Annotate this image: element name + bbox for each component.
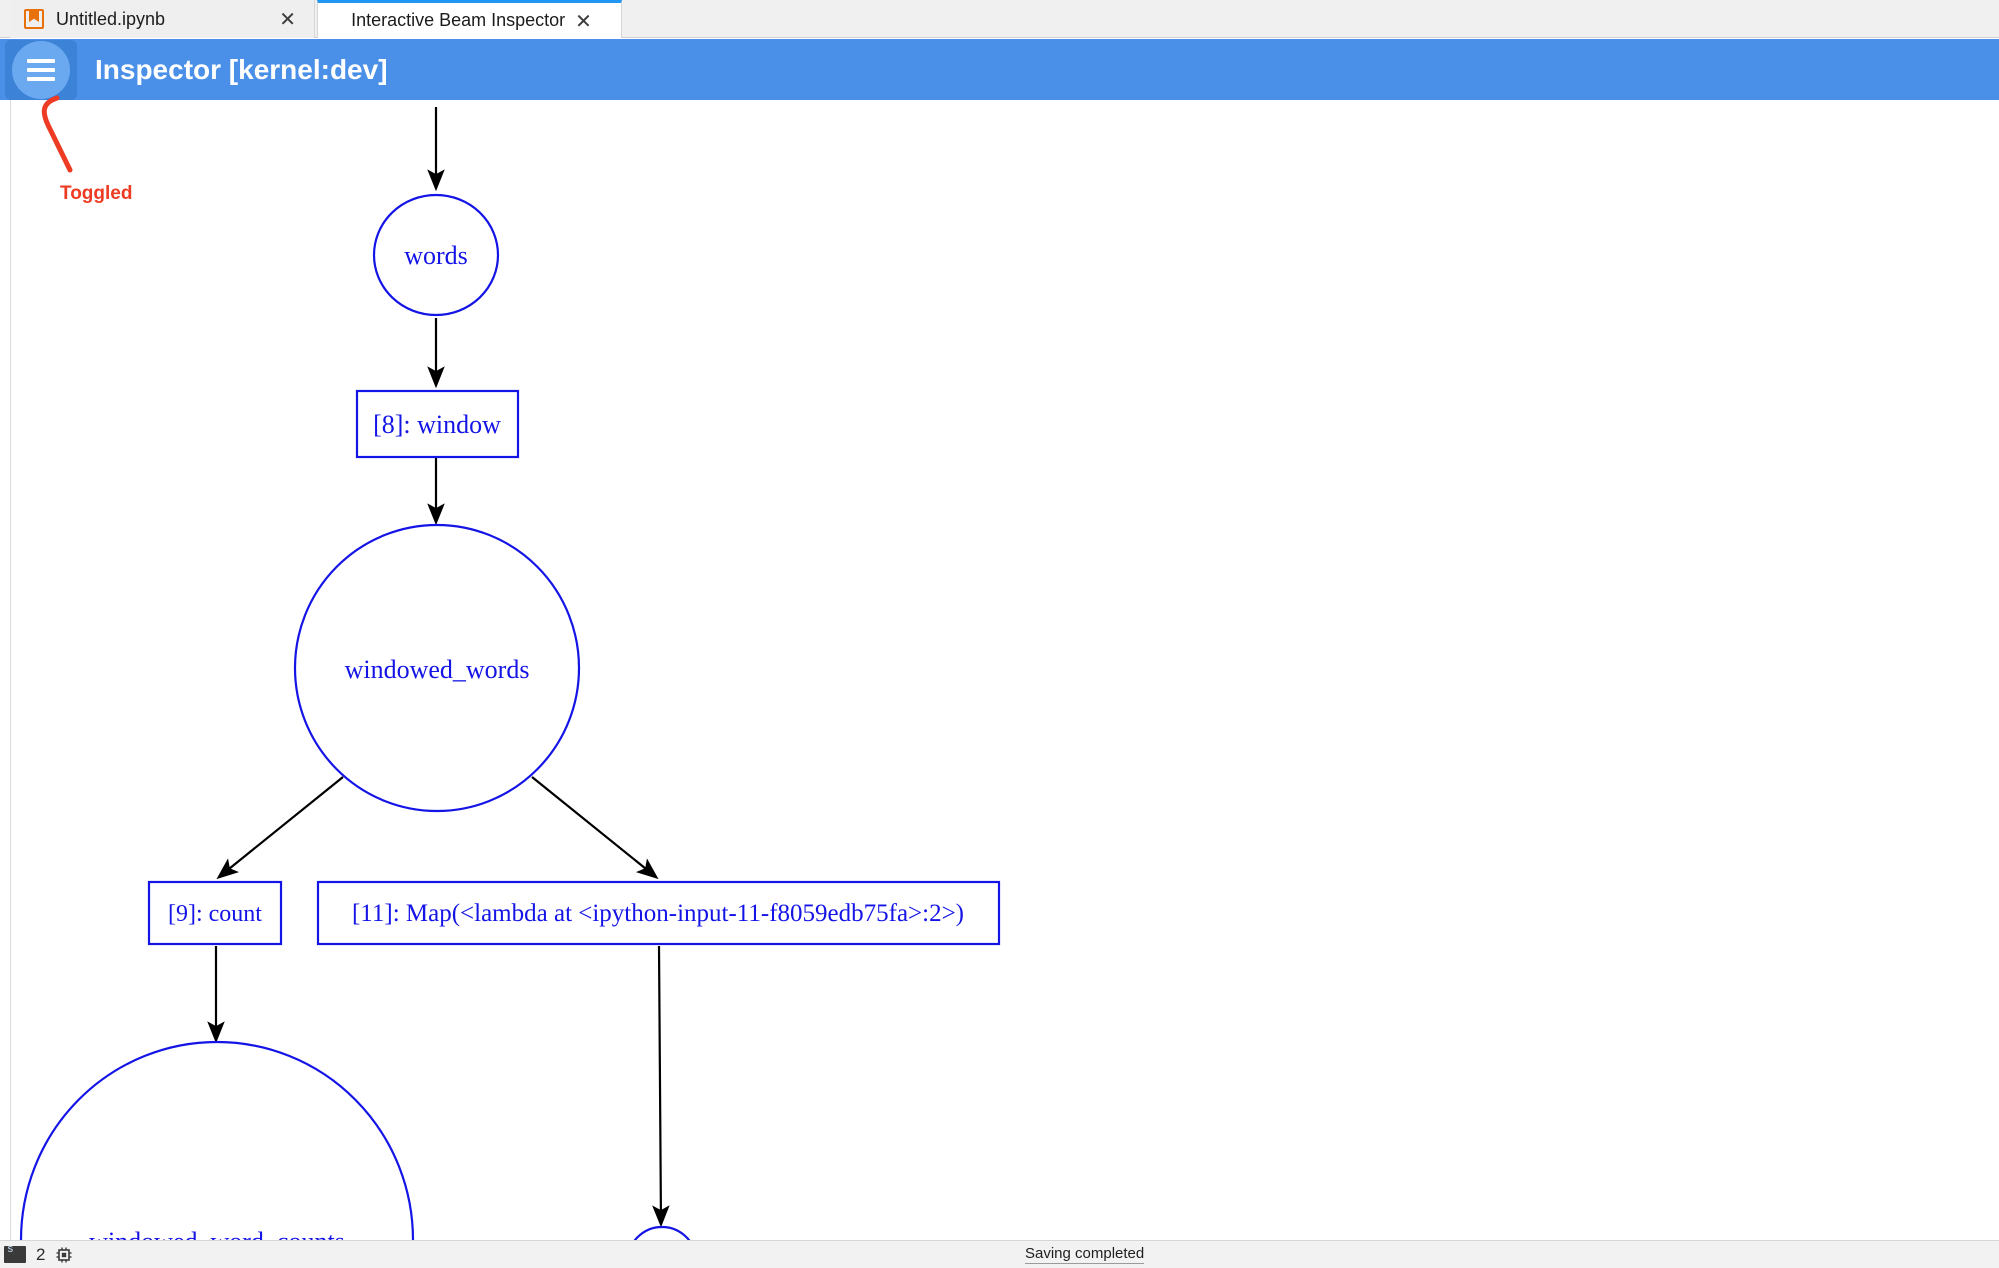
notebook-icon bbox=[24, 9, 44, 29]
node-shape-ellipse bbox=[633, 1225, 691, 1240]
close-icon[interactable]: ✕ bbox=[279, 7, 296, 31]
graph-node-map[interactable]: [11]: Map(<lambda at <ipython-input-11-f… bbox=[316, 880, 1001, 946]
node-label: [11]: Map(<lambda at <ipython-input-11-f… bbox=[352, 900, 964, 927]
graph-node-words[interactable]: words bbox=[372, 193, 500, 317]
pipeline-graph: words [8]: window windowed_words [9]: co… bbox=[19, 107, 1001, 1240]
tab-label: Untitled.ipynb bbox=[56, 8, 166, 29]
node-shape-ellipse bbox=[19, 1040, 415, 1240]
page-title: Inspector [kernel:dev] bbox=[95, 53, 388, 85]
edge-windowedwords-count bbox=[216, 776, 344, 880]
chip-icon-svg bbox=[56, 1247, 72, 1262]
inspector-header: Inspector [kernel:dev] bbox=[0, 39, 1999, 100]
hamburger-icon bbox=[12, 41, 70, 99]
close-icon[interactable]: ✕ bbox=[575, 8, 592, 33]
tab-interactive-beam-inspector[interactable]: Interactive Beam Inspector ✕ bbox=[317, 0, 622, 38]
node-shape-ellipse bbox=[293, 523, 581, 813]
status-message: Saving completed bbox=[1025, 1245, 1145, 1264]
status-bar-left: 2 bbox=[0, 1244, 73, 1265]
graph-node-windowed-words[interactable]: windowed_words bbox=[293, 523, 581, 813]
graph-node-window[interactable]: [8]: window bbox=[355, 389, 520, 459]
node-label: [8]: window bbox=[373, 410, 501, 439]
tab-label: Interactive Beam Inspector bbox=[351, 10, 566, 30]
terminal-icon[interactable] bbox=[4, 1244, 26, 1263]
chip-icon[interactable] bbox=[55, 1246, 73, 1264]
node-shape-box bbox=[355, 389, 520, 459]
node-label: windowed_words bbox=[345, 655, 530, 684]
node-label: [9]: count bbox=[168, 901, 262, 927]
kernel-count[interactable]: 2 bbox=[36, 1244, 46, 1264]
node-shape-ellipse bbox=[372, 193, 500, 317]
node-shape-box bbox=[147, 880, 283, 946]
node-label: words bbox=[404, 241, 468, 270]
graph-node-count[interactable]: [9]: count bbox=[147, 880, 283, 946]
hamburger-menu-button[interactable] bbox=[5, 40, 77, 100]
tab-untitled-notebook[interactable]: Untitled.ipynb ✕ bbox=[10, 0, 315, 38]
tab-bar: Untitled.ipynb ✕ Interactive Beam Inspec… bbox=[0, 0, 1999, 38]
graph-edges bbox=[207, 107, 670, 1228]
status-bar: 2 Saving completed bbox=[0, 1240, 1999, 1268]
node-shape-box bbox=[316, 880, 1001, 946]
graph-node-windowed-word-counts[interactable]: windowed_word_counts bbox=[19, 1040, 415, 1240]
node-label: windowed_word_counts bbox=[89, 1227, 345, 1240]
graph-nodes: words [8]: window windowed_words [9]: co… bbox=[19, 193, 1001, 1240]
pipeline-graph-canvas[interactable]: words [8]: window windowed_words [9]: co… bbox=[10, 100, 1999, 1240]
edge-map-unnamedpcoll bbox=[652, 945, 670, 1228]
edge-windowedwords-map bbox=[531, 776, 659, 880]
graph-node-unnamed-pcollection[interactable] bbox=[627, 1225, 697, 1240]
